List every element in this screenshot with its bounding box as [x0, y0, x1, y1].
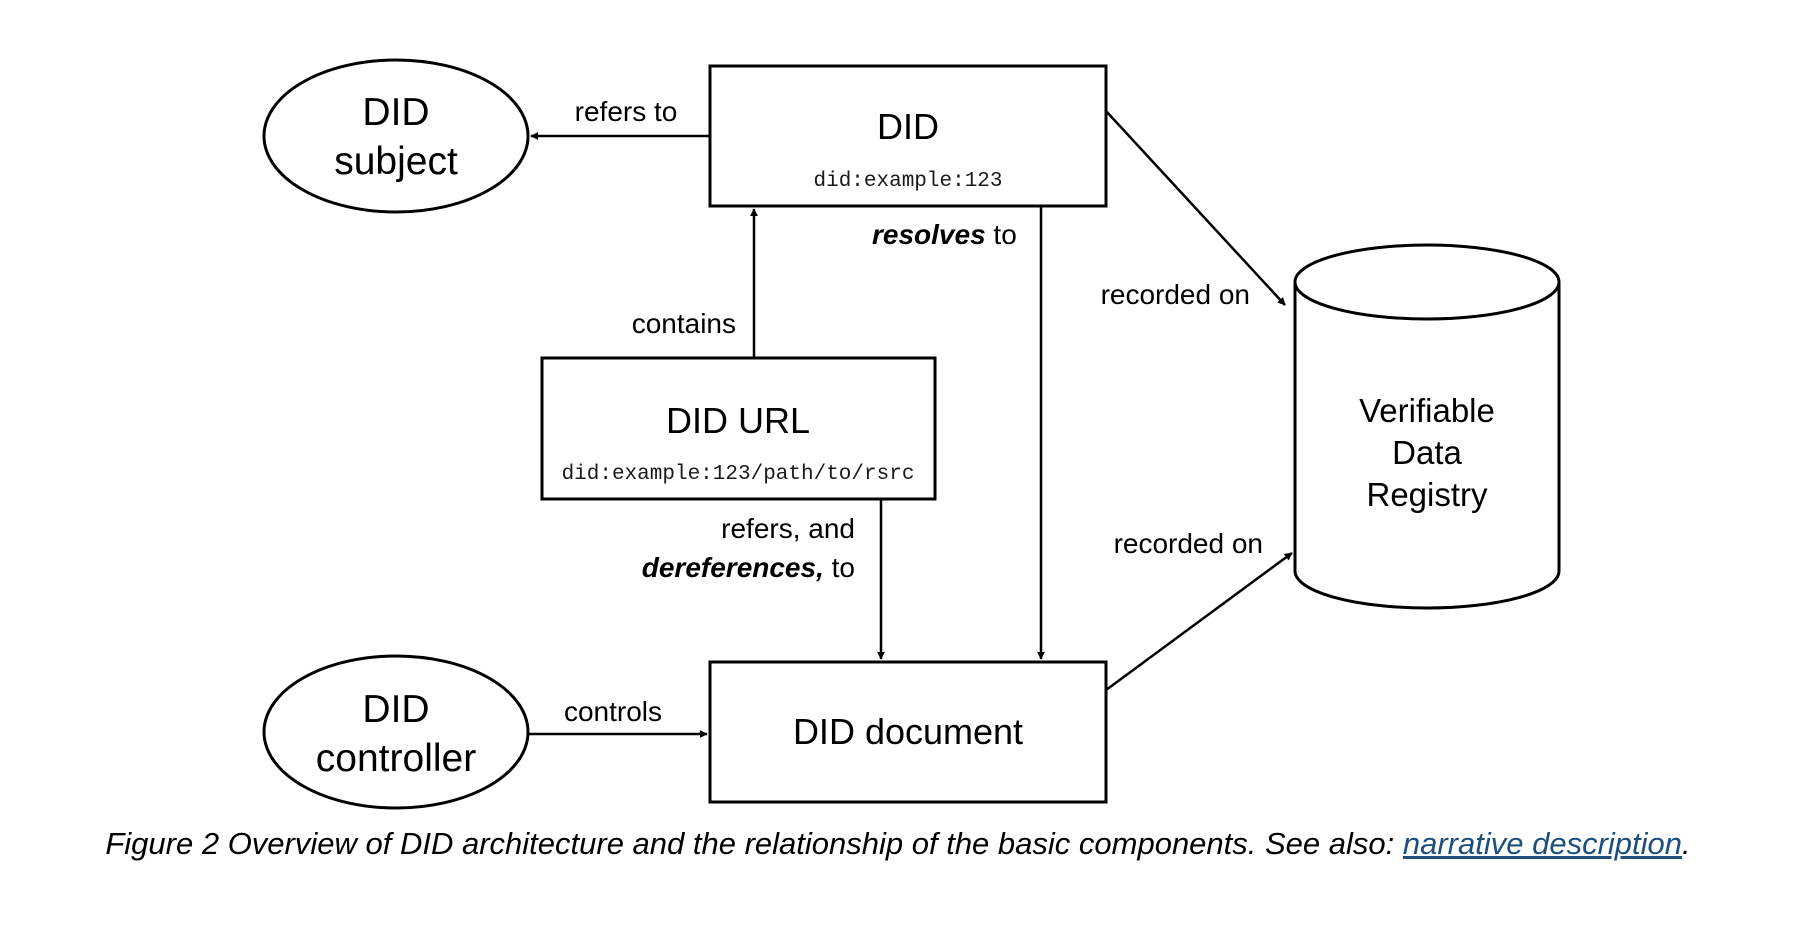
verifiable-data-registry-node: Verifiable Data Registry — [1293, 243, 1561, 610]
did-url-example: did:example:123/path/to/rsrc — [562, 463, 915, 486]
did-url-node: DID URL did:example:123/path/to/rsrc — [540, 356, 937, 501]
caption-end: . — [1682, 826, 1691, 861]
edge-did-recorded-on-registry — [1105, 110, 1286, 306]
did-controller-node: DID controller — [262, 654, 530, 810]
did-node: DID did:example:123 — [708, 64, 1108, 208]
did-document-title: DID document — [793, 711, 1023, 752]
did-controller-label-line1: DID — [362, 688, 429, 731]
figure-caption: Figure 2 Overview of DID architecture an… — [0, 826, 1796, 862]
edge-label-resolves-rest: to — [986, 219, 1017, 250]
did-subject-node: DID subject — [262, 58, 530, 214]
did-subject-label-line1: DID — [362, 91, 429, 134]
did-architecture-diagram: DID subject DID did:example:123 DID URL … — [262, 58, 1561, 810]
edge-label-controls: controls — [564, 696, 662, 727]
did-document-node: DID document — [708, 660, 1108, 804]
edge-label-resolves-bold: resolves — [872, 219, 986, 250]
did-url-title: DID URL — [666, 400, 810, 441]
edge-label-refers-and: refers, and — [721, 513, 855, 544]
edge-label-resolves: resolves to — [872, 219, 1017, 250]
edge-document-recorded-on-registry — [1105, 551, 1293, 692]
registry-label-line3: Registry — [1366, 476, 1488, 513]
narrative-description-link[interactable]: narrative description — [1402, 826, 1683, 861]
did-subject-label-line2: subject — [334, 140, 458, 183]
edge-label-dereferences-rest: to — [824, 552, 855, 583]
caption-text: Figure 2 Overview of DID architecture an… — [105, 826, 1403, 861]
edge-label-refers-to: refers to — [575, 96, 678, 127]
edge-label-dereferences: dereferences, to — [642, 552, 855, 583]
edge-label-contains: contains — [632, 308, 736, 339]
registry-label-line1: Verifiable — [1359, 392, 1495, 429]
did-title: DID — [877, 106, 939, 147]
edge-label-recorded-on-top: recorded on — [1101, 279, 1250, 310]
edge-label-recorded-on-bottom: recorded on — [1114, 528, 1263, 559]
registry-label-line2: Data — [1392, 434, 1462, 471]
did-example: did:example:123 — [813, 170, 1002, 193]
did-controller-label-line2: controller — [316, 737, 476, 780]
edge-label-dereferences-bold: dereferences, — [642, 552, 824, 583]
